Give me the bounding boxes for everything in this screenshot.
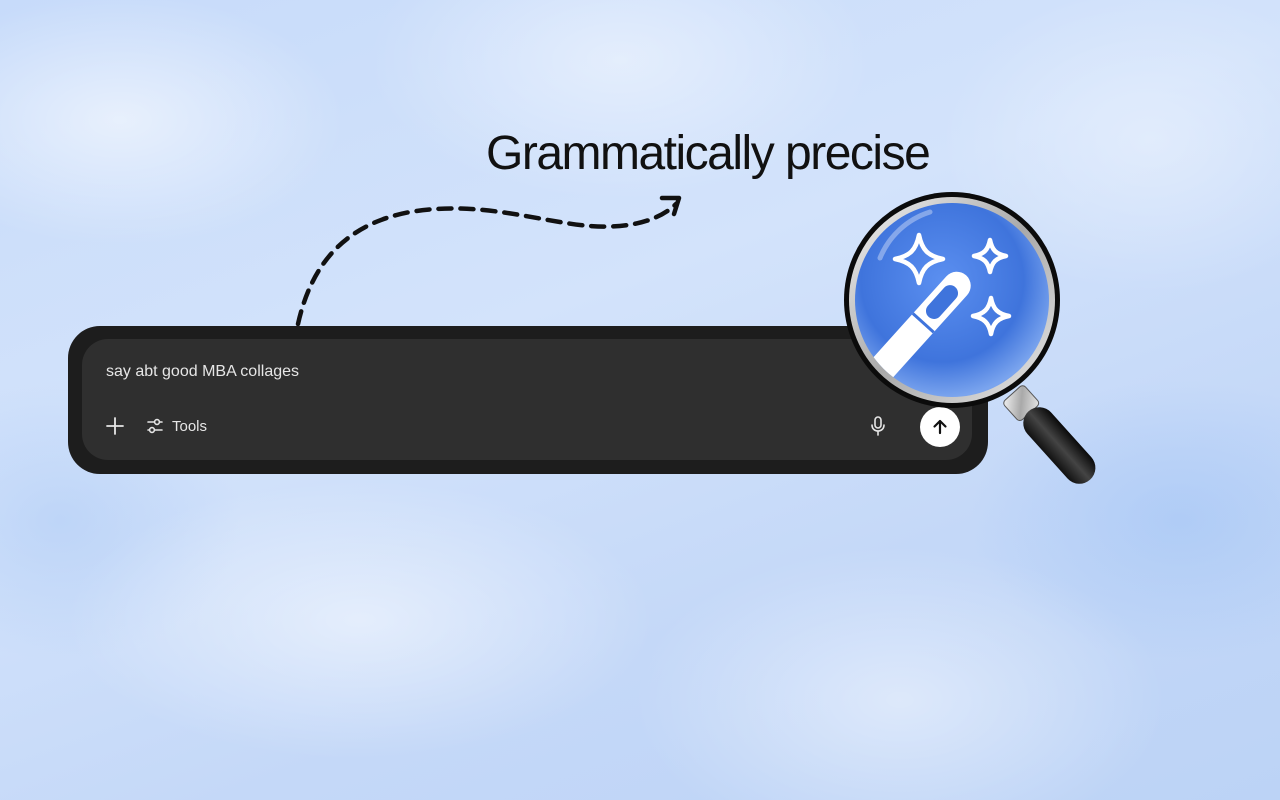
microphone-icon bbox=[871, 416, 885, 436]
add-attachment-button[interactable] bbox=[102, 413, 128, 439]
arrow-up-icon bbox=[933, 419, 947, 435]
voice-input-button[interactable] bbox=[866, 414, 890, 438]
tools-label: Tools bbox=[172, 417, 208, 435]
chat-input-inner: say abt good MBA collages Tools bbox=[82, 339, 972, 460]
tools-button[interactable]: Tools bbox=[146, 413, 207, 439]
send-button[interactable] bbox=[920, 407, 960, 447]
plus-icon bbox=[106, 417, 124, 435]
magnifying-glass-magic-wand-icon bbox=[844, 192, 1096, 484]
headline: Grammatically precise bbox=[486, 127, 931, 180]
sliders-icon bbox=[147, 418, 163, 434]
prompt-input[interactable]: say abt good MBA collages bbox=[106, 363, 300, 380]
chat-input-box: say abt good MBA collages Tools bbox=[68, 326, 988, 474]
